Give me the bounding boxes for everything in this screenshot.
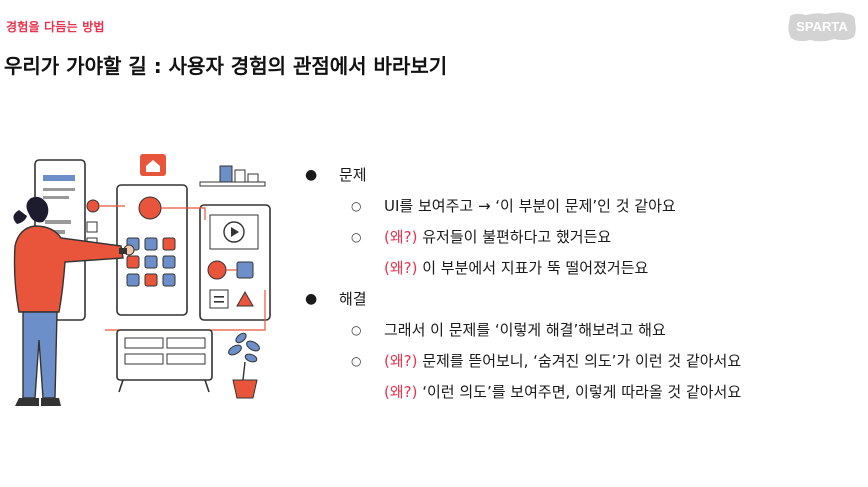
list-item: ○ (왜?) 유저들이 불편하다고 했거든요 (303, 222, 863, 253)
tablet-right (199, 204, 271, 321)
list-item: ○ UI를 보여주고 → ‘이 부분이 문제’인 것 같아요 (303, 191, 863, 222)
dresser (116, 329, 213, 393)
menu-icon (209, 289, 229, 309)
sparta-logo: SPARTA (788, 12, 856, 42)
solution-item-1: 그래서 이 문제를 ‘이렇게 해결’해보려고 해요 (384, 321, 666, 339)
problem-item-1: UI를 보여주고 → ‘이 부분이 문제’인 것 같아요 (384, 197, 676, 215)
why-tag: (왜?) (384, 259, 418, 277)
sub-bullet-icon: ○ (351, 323, 362, 337)
list-item: ○ 그래서 이 문제를 ‘이렇게 해결’해보려고 해요 (303, 315, 863, 346)
list-item: (왜?) ‘이런 의도’를 보여주면, 이렇게 따라올 것 같아서요 (303, 377, 863, 408)
page-eyebrow: 경험을 다듬는 방법 (6, 20, 105, 34)
person (13, 196, 135, 406)
problem-item-2: 유저들이 불편하다고 했거든요 (417, 228, 612, 246)
shelf (199, 165, 266, 187)
logo-text: SPARTA (796, 19, 848, 34)
list-item: ● 문제 (303, 160, 863, 191)
triangle-icon (236, 290, 254, 307)
sub-bullet-icon: ○ (351, 199, 362, 213)
list-item: (왜?) 이 부분에서 지표가 뚝 떨어졌거든요 (303, 253, 863, 284)
page-title: 우리가 가야할 길 : 사용자 경험의 관점에서 바라보기 (4, 54, 448, 78)
solution-item-3: ‘이런 의도’를 보여주면, 이렇게 따라올 것 같아서요 (417, 383, 742, 401)
list-item: ● 해결 (303, 284, 863, 315)
why-tag: (왜?) (384, 228, 418, 246)
solution-item-2: 문제를 뜯어보니, ‘숨겨진 의도’가 이런 것 같아서요 (417, 352, 742, 370)
bullet-icon: ● (305, 167, 318, 183)
why-tag: (왜?) (384, 383, 418, 401)
ux-illustration (13, 154, 271, 406)
home-icon (140, 154, 166, 176)
bullet-icon: ● (305, 291, 318, 307)
problem-label: 문제 (339, 166, 367, 184)
sub-bullet-icon: ○ (351, 230, 362, 244)
play-icon (223, 221, 245, 243)
tablet-center (116, 184, 188, 316)
plant (228, 332, 260, 399)
problem-item-3: 이 부분에서 지표가 뚝 떨어졌거든요 (417, 259, 649, 277)
list-item: ○ (왜?) 문제를 뜯어보니, ‘숨겨진 의도’가 이런 것 같아서요 (303, 346, 863, 377)
why-tag: (왜?) (384, 352, 418, 370)
sub-bullet-icon: ○ (351, 354, 362, 368)
solution-label: 해결 (339, 290, 367, 308)
outline: ● 문제 ○ UI를 보여주고 → ‘이 부분이 문제’인 것 같아요 ○ (왜… (303, 160, 863, 408)
